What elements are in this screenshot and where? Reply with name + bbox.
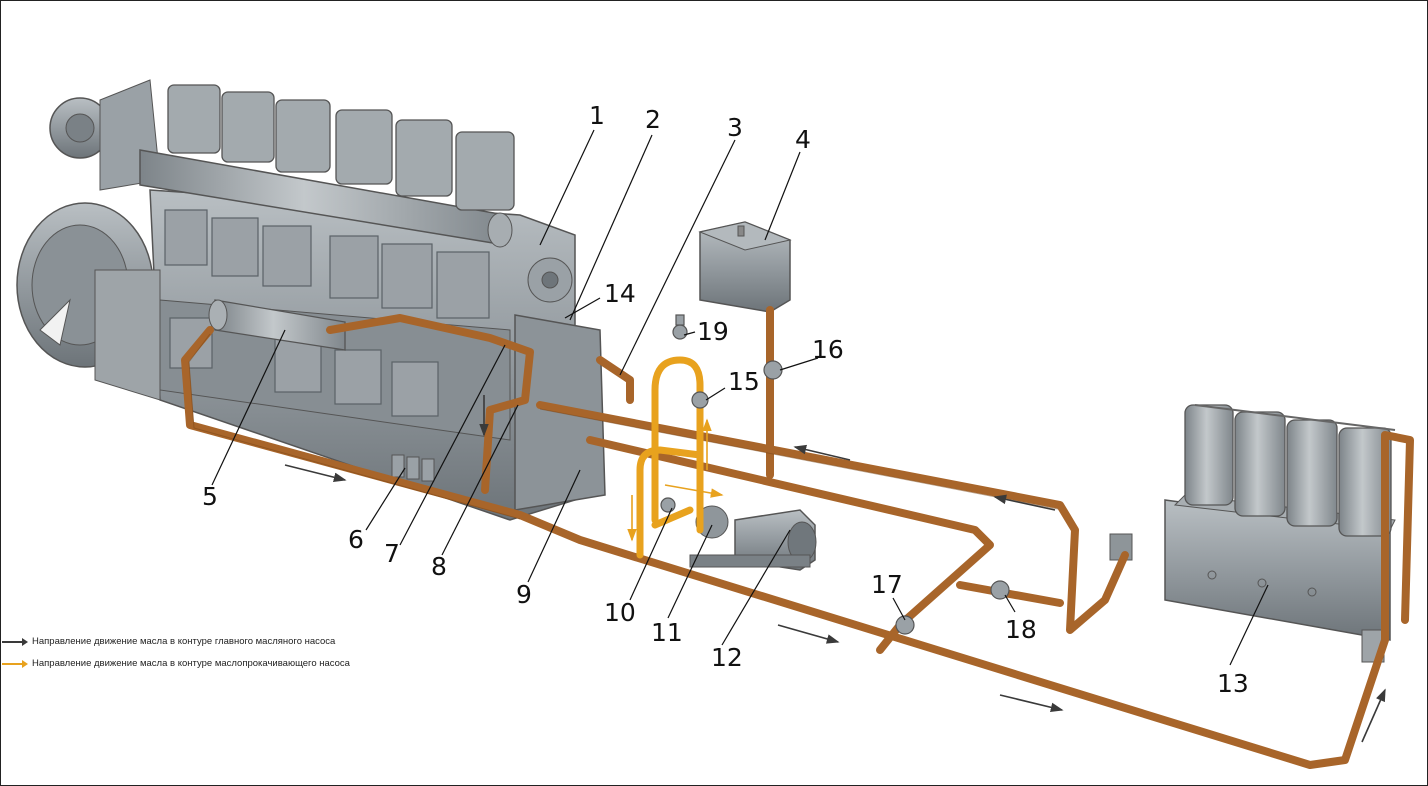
callout-1: 1: [589, 101, 605, 130]
arrow-dark-icon: [2, 637, 28, 646]
main-oil-circuit-pipes: [181, 306, 1414, 769]
callout-18: 18: [1005, 615, 1037, 644]
callout-9: 9: [516, 580, 532, 609]
legend-main-pump-text: Направление движение масла в контуре гла…: [32, 636, 336, 647]
arrow-orange-icon: [2, 659, 28, 668]
oil-priming-pump-motor: [689, 505, 817, 571]
cylinder-heads: [167, 84, 515, 211]
callout-16: 16: [812, 335, 844, 364]
callout-11: 11: [651, 618, 683, 647]
callout-4: 4: [795, 125, 811, 154]
priming-pump-circuit-pipes: [636, 356, 704, 559]
callout-10: 10: [604, 598, 636, 627]
callout-6: 6: [348, 525, 364, 554]
diesel-engine: [16, 79, 606, 521]
callout-17: 17: [871, 570, 903, 599]
callout-7: 7: [384, 539, 400, 568]
oil-tank: [698, 221, 792, 313]
centrifugal-filter-unit: [1109, 404, 1396, 663]
callout-3: 3: [727, 113, 743, 142]
callout-8: 8: [431, 552, 447, 581]
callout-19: 19: [697, 317, 729, 346]
legend-main-pump: Направление движение масла в контуре гла…: [2, 636, 335, 647]
callout-15: 15: [728, 367, 760, 396]
valves: [660, 314, 1010, 635]
callout-labels: 1 2 3 4 5 6 7 8 9 10 11 12 13 14 15 16 1…: [202, 101, 1249, 698]
legend-priming-pump-text: Направление движение масла в контуре мас…: [32, 658, 350, 669]
callout-14: 14: [604, 279, 636, 308]
callout-2: 2: [645, 105, 661, 134]
legend-priming-pump: Направление движение масла в контуре мас…: [2, 658, 350, 669]
callout-5: 5: [202, 482, 218, 511]
crankcase-doors: [164, 209, 490, 417]
callout-13: 13: [1217, 669, 1249, 698]
flow-arrows: [284, 395, 1386, 743]
leader-lines: [211, 129, 1269, 666]
callout-12: 12: [711, 643, 743, 672]
